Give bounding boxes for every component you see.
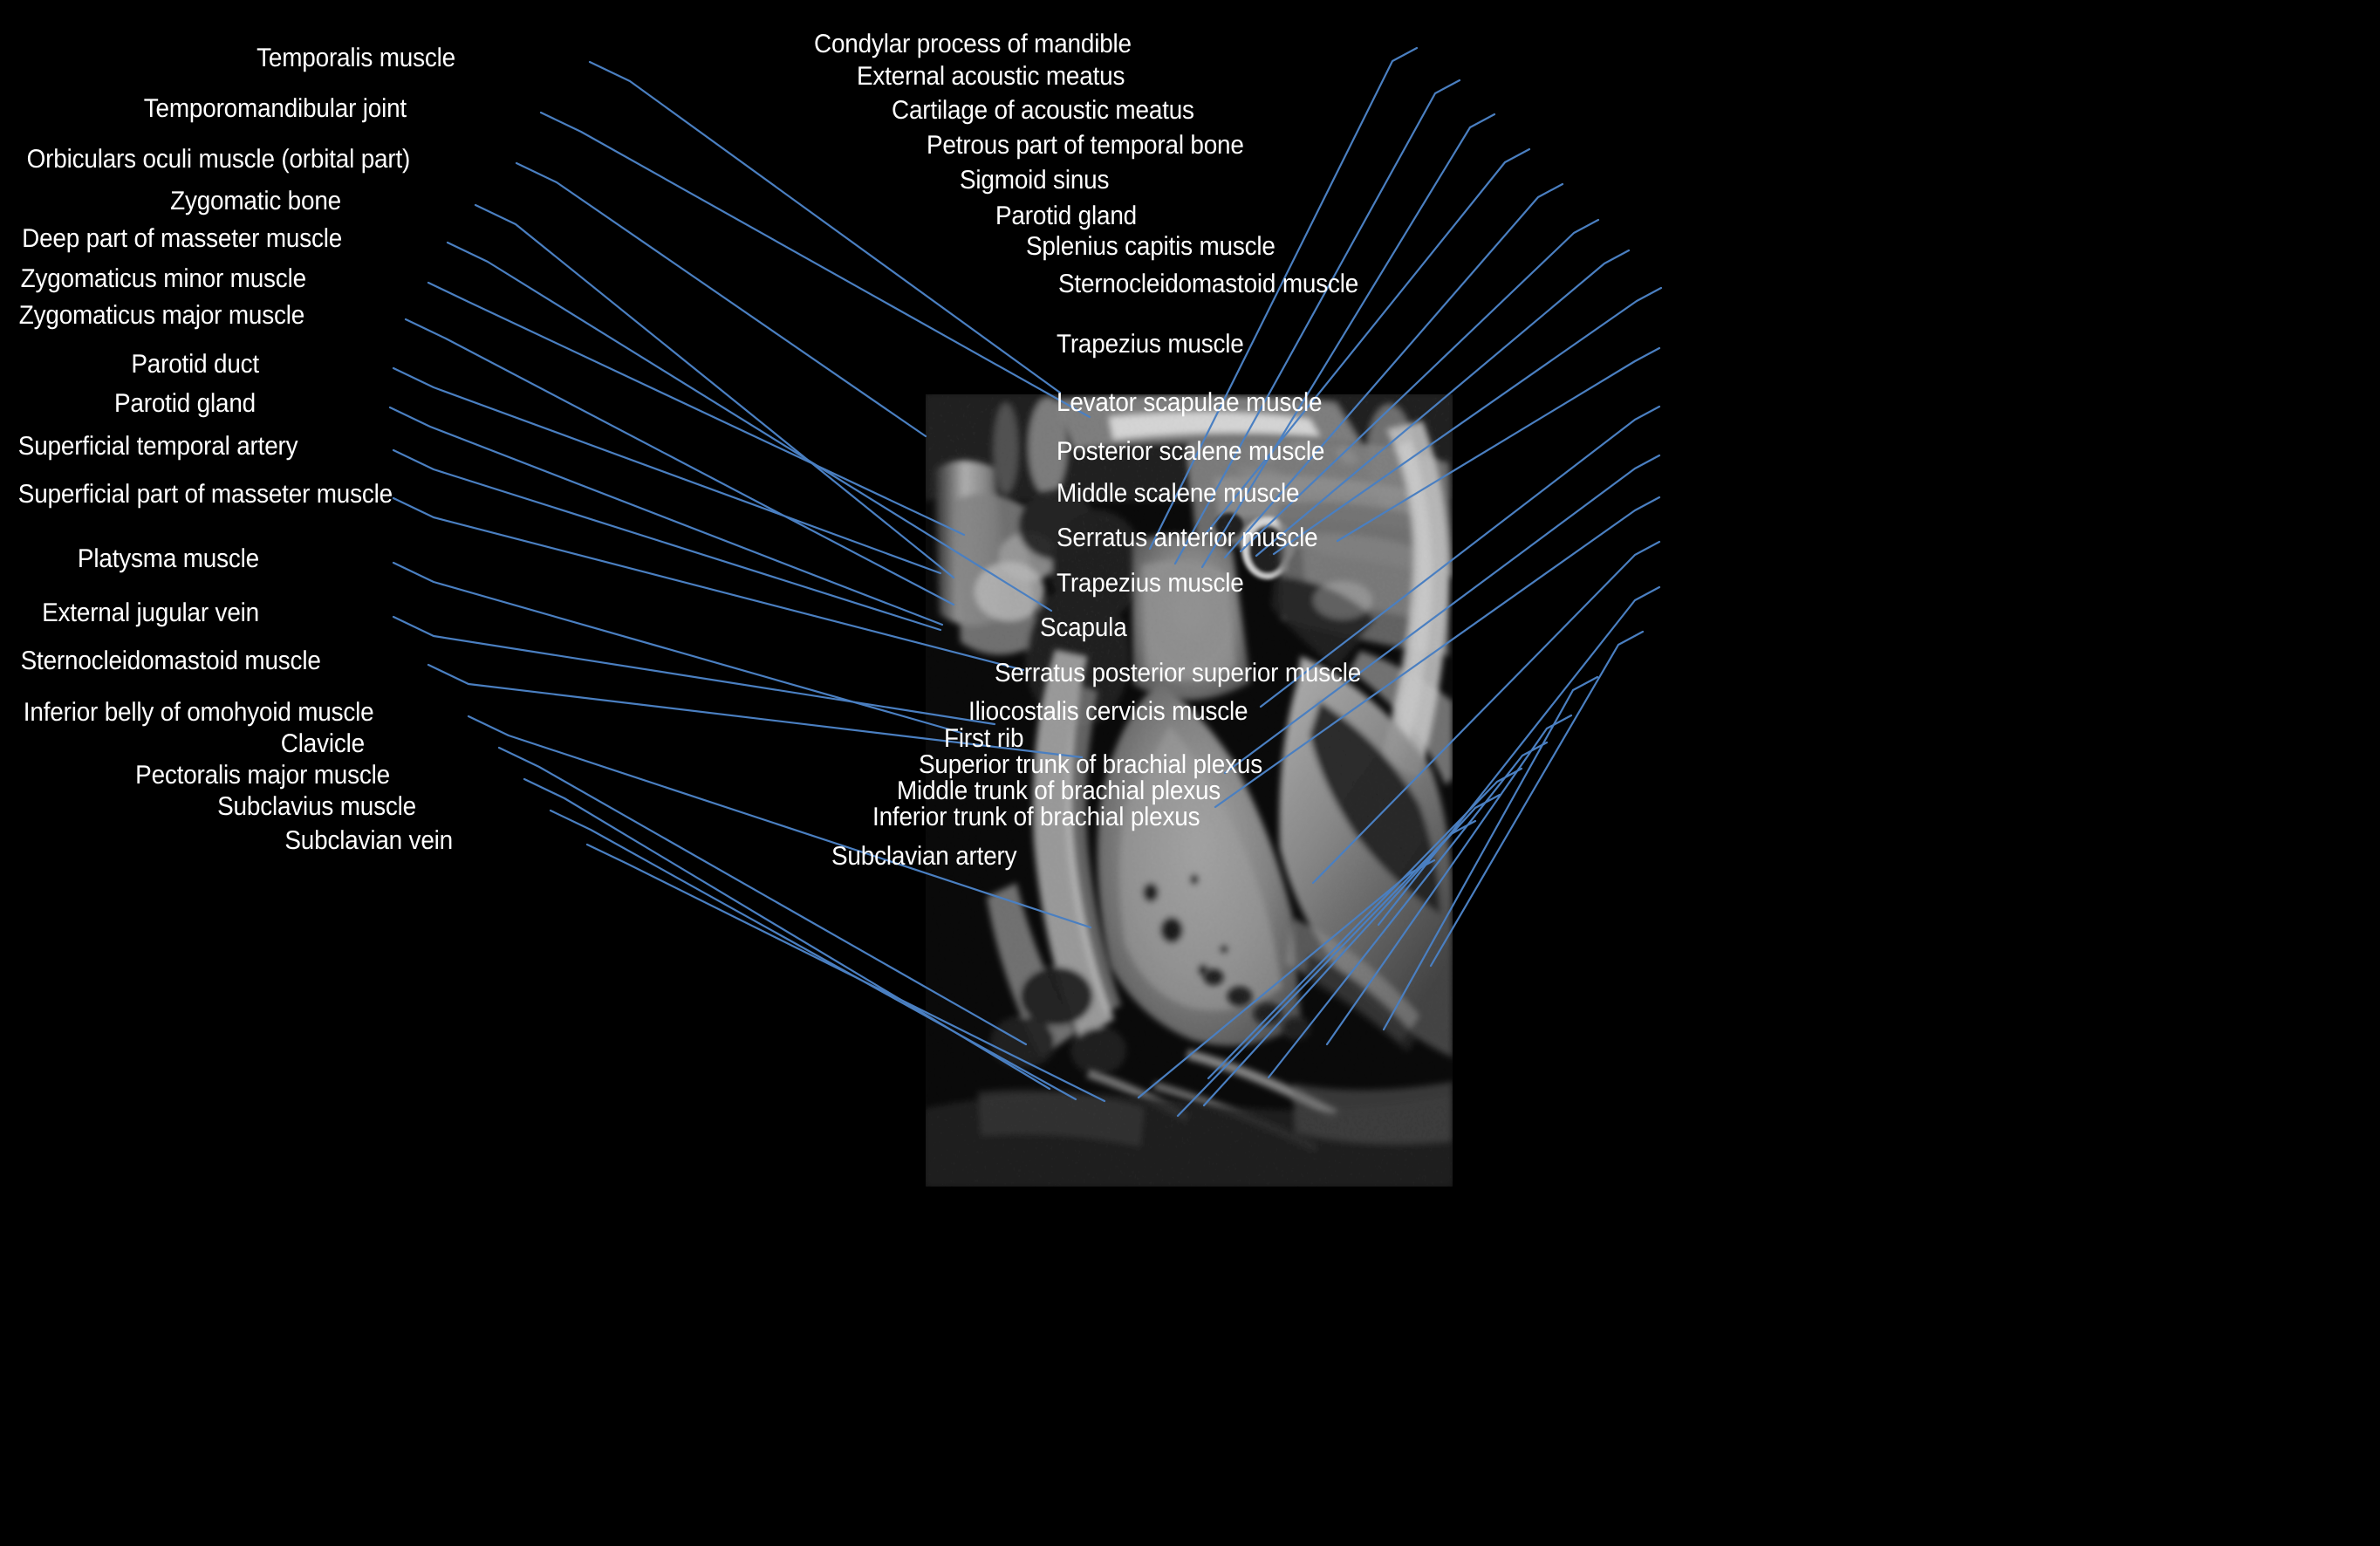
anatomy-label: Parotid gland: [995, 202, 1138, 230]
anatomy-label: Petrous part of temporal bone: [927, 131, 1244, 160]
anatomy-label: Cartilage of acoustic meatus: [892, 96, 1194, 125]
anatomy-label: Platysma muscle: [77, 544, 260, 573]
anatomy-label: Subclavian vein: [284, 826, 453, 855]
leader-line: [1429, 630, 1645, 968]
anatomy-label: Superior trunk of brachial plexus: [919, 750, 1262, 779]
leader-line: [388, 406, 944, 626]
anatomy-label: Inferior trunk of brachial plexus: [872, 803, 1200, 831]
anatomy-label: Zygomaticus major muscle: [18, 301, 305, 330]
anatomy-label: Trapezius muscle: [1057, 330, 1244, 359]
anatomy-label: Middle scalene muscle: [1057, 479, 1300, 508]
leader-line: [392, 366, 942, 575]
anatomy-label: Clavicle: [280, 729, 365, 758]
anatomy-label: Superficial temporal artery: [17, 432, 298, 461]
anatomy-label: Orbiculars oculi muscle (orbital part): [26, 145, 411, 174]
anatomy-label: Parotid duct: [131, 350, 259, 379]
anatomy-label: Sigmoid sinus: [960, 166, 1110, 195]
anatomy-label: Sternocleidomastoid muscle: [1058, 270, 1359, 298]
anatomy-label: Iliocostalis cervicis muscle: [968, 697, 1248, 726]
anatomy-label: Trapezius muscle: [1057, 569, 1244, 598]
anatomy-label: Scapula: [1040, 613, 1127, 642]
anatomy-label: Deep part of masseter muscle: [22, 224, 343, 253]
anatomy-label: Subclavian artery: [831, 842, 1017, 871]
leader-line: [404, 318, 955, 606]
anatomy-label: Zygomaticus minor muscle: [20, 264, 307, 293]
leader-line: [515, 161, 927, 438]
anatomy-label: Levator scapulae muscle: [1057, 388, 1323, 417]
anatomy-label: Condylar process of mandible: [814, 30, 1132, 58]
anatomy-label: Subclavius muscle: [217, 792, 416, 821]
anatomy-label: First rib: [944, 724, 1024, 753]
anatomy-label: Temporalis muscle: [256, 44, 455, 72]
leader-line: [474, 203, 955, 579]
anatomy-label: External jugular vein: [42, 599, 259, 627]
anatomy-label: Zygomatic bone: [170, 187, 341, 215]
anatomy-label: Middle trunk of brachial plexus: [897, 776, 1221, 805]
anatomy-label: Pectoralis major muscle: [135, 761, 390, 790]
leader-line: [392, 448, 942, 632]
anatomy-label: Serratus anterior muscle: [1057, 523, 1318, 552]
leader-line: [392, 561, 963, 735]
leader-line: [392, 615, 996, 726]
leader-line: [427, 281, 966, 537]
anatomy-label: Superficial part of masseter muscle: [17, 480, 393, 509]
anatomy-label: Serratus posterior superior muscle: [995, 659, 1362, 687]
anatomy-label: Temporomandibular joint: [143, 94, 407, 123]
anatomy-label: Inferior belly of omohyoid muscle: [23, 698, 374, 727]
anatomy-label: Posterior scalene muscle: [1057, 437, 1325, 466]
anatomy-label: Splenius capitis muscle: [1026, 232, 1275, 261]
anatomy-label: External acoustic meatus: [857, 62, 1125, 91]
anatomy-label: Parotid gland: [113, 389, 256, 418]
anatomy-label: Sternocleidomastoid muscle: [20, 646, 321, 675]
